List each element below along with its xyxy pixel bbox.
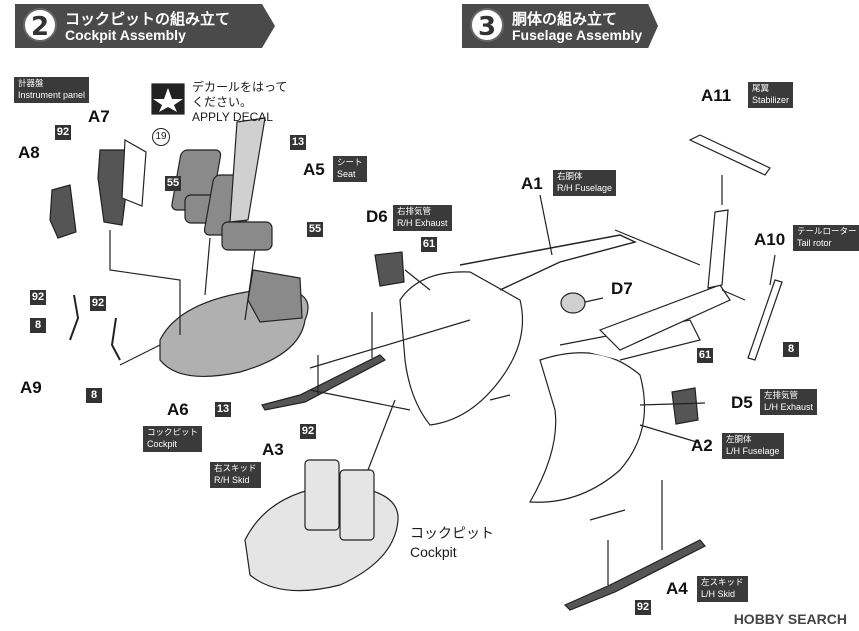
tag-rh-fuselage: 右胴体 R/H Fuselage <box>553 170 617 196</box>
step-number: 3 <box>470 8 504 42</box>
paint-badge: 92 <box>90 296 106 311</box>
cockpit-label-en: Cockpit <box>410 544 457 560</box>
cockpit-label-jp: コックピット <box>410 526 494 542</box>
paint-badge: 61 <box>421 237 437 252</box>
part-label-d7: D7 <box>611 279 633 298</box>
paint-badge: 55 <box>165 176 181 191</box>
tag-en: Instrument panel <box>18 90 86 100</box>
part-label-a6: A6 <box>167 400 189 419</box>
rear-seat-part <box>247 269 303 323</box>
decal-note: デカールをはって ください。 APPLY DECAL <box>192 80 287 125</box>
part-label-a5: A5 <box>303 160 325 179</box>
tag-en: L/H Fuselage <box>726 446 780 456</box>
tag-jp: 尾翼 <box>752 84 770 94</box>
step-number: 2 <box>23 8 57 42</box>
step-3-banner: 3 胴体の組み立て Fuselage Assembly <box>462 4 658 48</box>
tag-en: Cockpit <box>147 439 178 449</box>
tag-jp: 左胴体 <box>726 435 752 445</box>
part-label-a10: A10 <box>754 230 786 249</box>
part-label-a3: A3 <box>262 440 284 459</box>
tag-en: L/H Exhaust <box>764 402 814 412</box>
tag-jp: コックピット <box>147 428 199 438</box>
lh-fuselage-part <box>528 352 646 503</box>
lh-skid-part <box>563 539 706 611</box>
part-a9-left <box>69 294 80 341</box>
paint-badge: 8 <box>30 318 46 333</box>
rh-exhaust-part <box>374 251 405 287</box>
tag-stabilizer: 尾翼 Stabilizer <box>748 82 794 108</box>
tag-jp: 計器盤 <box>18 79 44 89</box>
seat-part-a5 <box>171 117 273 251</box>
cockpit-label: コックピット Cockpit <box>410 525 494 561</box>
decal-number-badge: 19 <box>152 128 170 146</box>
paint-badge: 55 <box>307 222 323 237</box>
part-d7 <box>560 292 586 314</box>
tag-jp: 左排気管 <box>764 391 799 401</box>
part-label-a2: A2 <box>691 436 713 455</box>
part-label-a4: A4 <box>666 579 688 598</box>
tag-en: L/H Skid <box>701 589 736 599</box>
tag-jp: 右胴体 <box>557 172 583 182</box>
paint-badge: 13 <box>290 135 306 150</box>
tag-cockpit: コックピット Cockpit <box>143 426 203 452</box>
tag-lh-exhaust: 左排気管 L/H Exhaust <box>760 389 818 415</box>
part-label-a9: A9 <box>20 378 42 397</box>
tail-boom-part <box>598 284 731 351</box>
part-label-a8: A8 <box>18 143 40 162</box>
tag-lh-fuselage: 左胴体 L/H Fuselage <box>722 433 784 459</box>
tag-en: R/H Fuselage <box>557 183 613 193</box>
step-2-banner: 2 コックピットの組み立て Cockpit Assembly <box>15 4 275 48</box>
tag-jp: テールローター <box>797 227 857 237</box>
part-label-d5: D5 <box>731 393 753 412</box>
tag-jp: シート <box>337 158 363 168</box>
tag-lh-skid: 左スキッド L/H Skid <box>697 576 748 602</box>
lh-exhaust-part <box>671 387 699 425</box>
part-label-a7: A7 <box>88 107 110 126</box>
rh-skid-part <box>261 354 387 411</box>
part-label-a1: A1 <box>521 174 543 193</box>
paint-badge: 92 <box>300 424 316 439</box>
part-a8 <box>49 184 77 239</box>
tag-en: Tail rotor <box>797 238 832 248</box>
decal-jp-line1: デカールをはって <box>192 80 288 94</box>
paint-badge: 61 <box>697 348 713 363</box>
tag-seat: シート Seat <box>333 156 367 182</box>
paint-badge: 8 <box>783 342 799 357</box>
paint-badge: 92 <box>30 290 46 305</box>
decal-jp-line2: ください。 <box>192 95 253 109</box>
paint-badge: 92 <box>55 125 71 140</box>
tail-rotor-part <box>747 279 783 361</box>
tag-rh-exhaust: 右排気管 R/H Exhaust <box>393 205 452 231</box>
tag-tail-rotor: テールローター Tail rotor <box>793 225 859 251</box>
tag-rh-skid: 右スキッド R/H Skid <box>210 462 261 488</box>
decal-en: APPLY DECAL <box>192 110 273 124</box>
part-a9-right <box>110 317 121 361</box>
tag-en: R/H Skid <box>214 475 250 485</box>
tag-jp: 左スキッド <box>701 578 744 588</box>
paint-badge: 92 <box>635 600 651 615</box>
tag-instrument-panel: 計器盤 Instrument panel <box>14 77 90 103</box>
step-title-jp: 胴体の組み立て <box>512 10 618 28</box>
part-label-a11: A11 <box>701 86 732 105</box>
tag-jp: 右スキッド <box>214 464 257 474</box>
rh-fuselage-part <box>399 271 524 426</box>
step-title-jp: コックピットの組み立て <box>65 10 231 28</box>
paint-badge: 13 <box>215 402 231 417</box>
tag-jp: 右排気管 <box>397 207 432 217</box>
watermark: HOBBY SEARCH <box>733 611 847 627</box>
tag-en: Stabilizer <box>752 95 790 105</box>
tag-en: Seat <box>337 169 356 179</box>
paint-badge: 8 <box>86 388 102 403</box>
tag-en: R/H Exhaust <box>397 218 448 228</box>
step-title-en: Cockpit Assembly <box>65 27 186 43</box>
step-title-en: Fuselage Assembly <box>512 27 643 43</box>
stabilizer-part <box>688 134 771 176</box>
part-label-d6: D6 <box>366 207 388 226</box>
